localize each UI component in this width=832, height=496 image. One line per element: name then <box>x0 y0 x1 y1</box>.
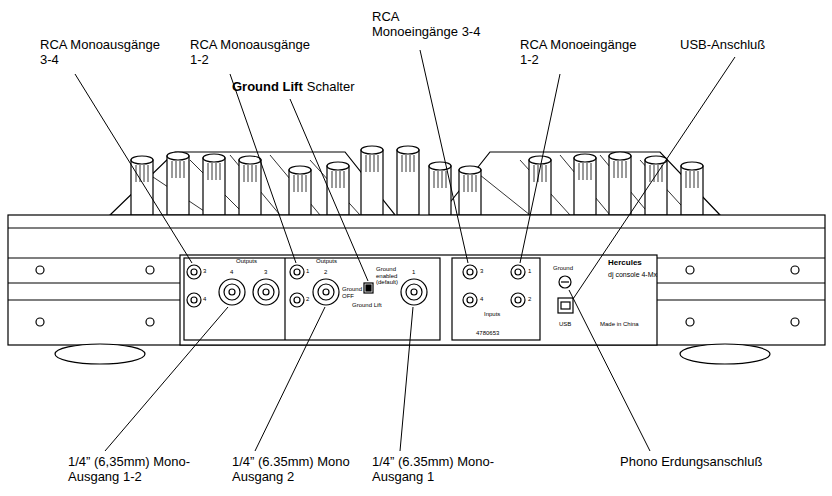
outputs-area <box>184 258 440 340</box>
knob <box>239 156 261 215</box>
panel-marking: 2 <box>528 296 531 303</box>
panel-marking: 3 <box>203 268 206 275</box>
callout-label: 1/4” (6.35mm) Mono Ausgang 2 <box>232 455 362 485</box>
callout-label: Ground Lift <box>232 80 303 95</box>
rca-jack <box>290 293 304 307</box>
panel-marking: 4 <box>230 269 233 276</box>
callout-label: Schalter <box>307 80 355 95</box>
inputs-area <box>452 258 540 340</box>
knob <box>459 166 481 215</box>
quarter-inch-jack <box>401 279 427 305</box>
leader-line <box>573 57 735 299</box>
callout-label: USB-Anschluß <box>680 38 765 53</box>
knob <box>167 152 189 215</box>
rca-jack <box>187 265 201 279</box>
panel-marking: Outputs <box>316 258 337 265</box>
knob <box>203 154 225 215</box>
callout-label: 1/4” (6.35mm) Mono- Ausgang 1 <box>372 455 507 485</box>
panel-marking: 1 <box>412 269 415 276</box>
ground-terminal <box>559 276 571 288</box>
panel-marking: Hercules <box>608 259 642 268</box>
rail <box>657 257 825 258</box>
knob-row <box>131 146 703 215</box>
knob <box>397 146 419 215</box>
foot <box>55 344 145 364</box>
panel-marking: Inputs <box>484 311 500 318</box>
callout-label: RCA Monoeingänge 1-2 <box>520 38 645 68</box>
leader-line <box>400 307 413 451</box>
panel-marking: 4780653 <box>476 330 499 337</box>
jog-wheel <box>440 152 720 215</box>
leader-line <box>105 307 228 451</box>
panel-marking: 3 <box>264 269 267 276</box>
panel-marking: Made in China <box>600 321 639 328</box>
knob <box>574 154 596 215</box>
panel-marking: 4 <box>203 296 206 303</box>
leader-line <box>420 50 468 263</box>
panel-marking: 1 <box>306 268 309 275</box>
jog-ridges <box>150 155 690 215</box>
leader-line <box>255 307 325 451</box>
usb-port <box>558 298 573 313</box>
rail <box>657 299 825 300</box>
knob <box>645 156 667 215</box>
knob <box>327 162 349 215</box>
panel-marking: USB <box>559 321 571 328</box>
callout-label: 1/4” (6,35mm) Mono- Ausgang 1-2 <box>68 455 203 485</box>
divider <box>284 258 285 340</box>
panel-marking: Ground OFF <box>342 286 363 299</box>
leader-lines <box>75 50 735 451</box>
panel-marking: 4 <box>480 296 483 303</box>
rail <box>8 282 180 283</box>
knob <box>131 156 153 215</box>
knob <box>361 146 383 215</box>
panel-marking: 1 <box>528 268 531 275</box>
rca-jack <box>187 293 201 307</box>
leader-line <box>520 74 560 263</box>
knob <box>609 152 631 215</box>
callout-label: Phono Erdungsanschluß <box>620 455 762 470</box>
rca-jack <box>463 293 477 307</box>
housing <box>8 215 825 345</box>
rail <box>8 299 180 300</box>
panel-marking: Outputs <box>236 258 257 265</box>
foot <box>680 344 770 364</box>
panel-marking: 2 <box>324 269 327 276</box>
device-body <box>8 146 825 364</box>
callout-label: RCA Monoausgänge 1-2 <box>190 38 315 68</box>
switch-lever <box>366 285 371 291</box>
rca-jack <box>290 265 304 279</box>
knob <box>429 162 451 215</box>
rca-jack <box>463 265 477 279</box>
leader-line <box>569 290 650 451</box>
quarter-inch-jack <box>219 279 245 305</box>
jog-wheel <box>110 152 395 215</box>
quarter-inch-jack <box>253 279 279 305</box>
leader-line <box>230 74 296 263</box>
knob <box>681 162 703 215</box>
panel-marking: 2 <box>306 296 309 303</box>
knob <box>289 166 311 215</box>
leader-line <box>75 74 192 263</box>
panel-marking: Ground Lift <box>352 302 382 309</box>
rail <box>8 257 180 258</box>
panel-marking: 3 <box>480 268 483 275</box>
connector-panel <box>180 255 657 345</box>
rca-jack <box>511 265 525 279</box>
quarter-inch-jack <box>313 279 339 305</box>
housing-edge <box>8 227 825 228</box>
callout-label: RCA Monoeingänge 3-4 <box>372 10 484 40</box>
rail <box>657 282 825 283</box>
rca-jack <box>511 293 525 307</box>
panel-marking: dj console 4-Mx <box>608 271 657 279</box>
panel-marking: Ground enabled (default) <box>376 266 399 286</box>
callout-label: RCA Monoausgänge 3-4 <box>40 38 165 68</box>
leader-line <box>290 99 368 281</box>
panel-marking: Ground <box>553 265 573 272</box>
ground-lift-switch <box>364 283 373 293</box>
